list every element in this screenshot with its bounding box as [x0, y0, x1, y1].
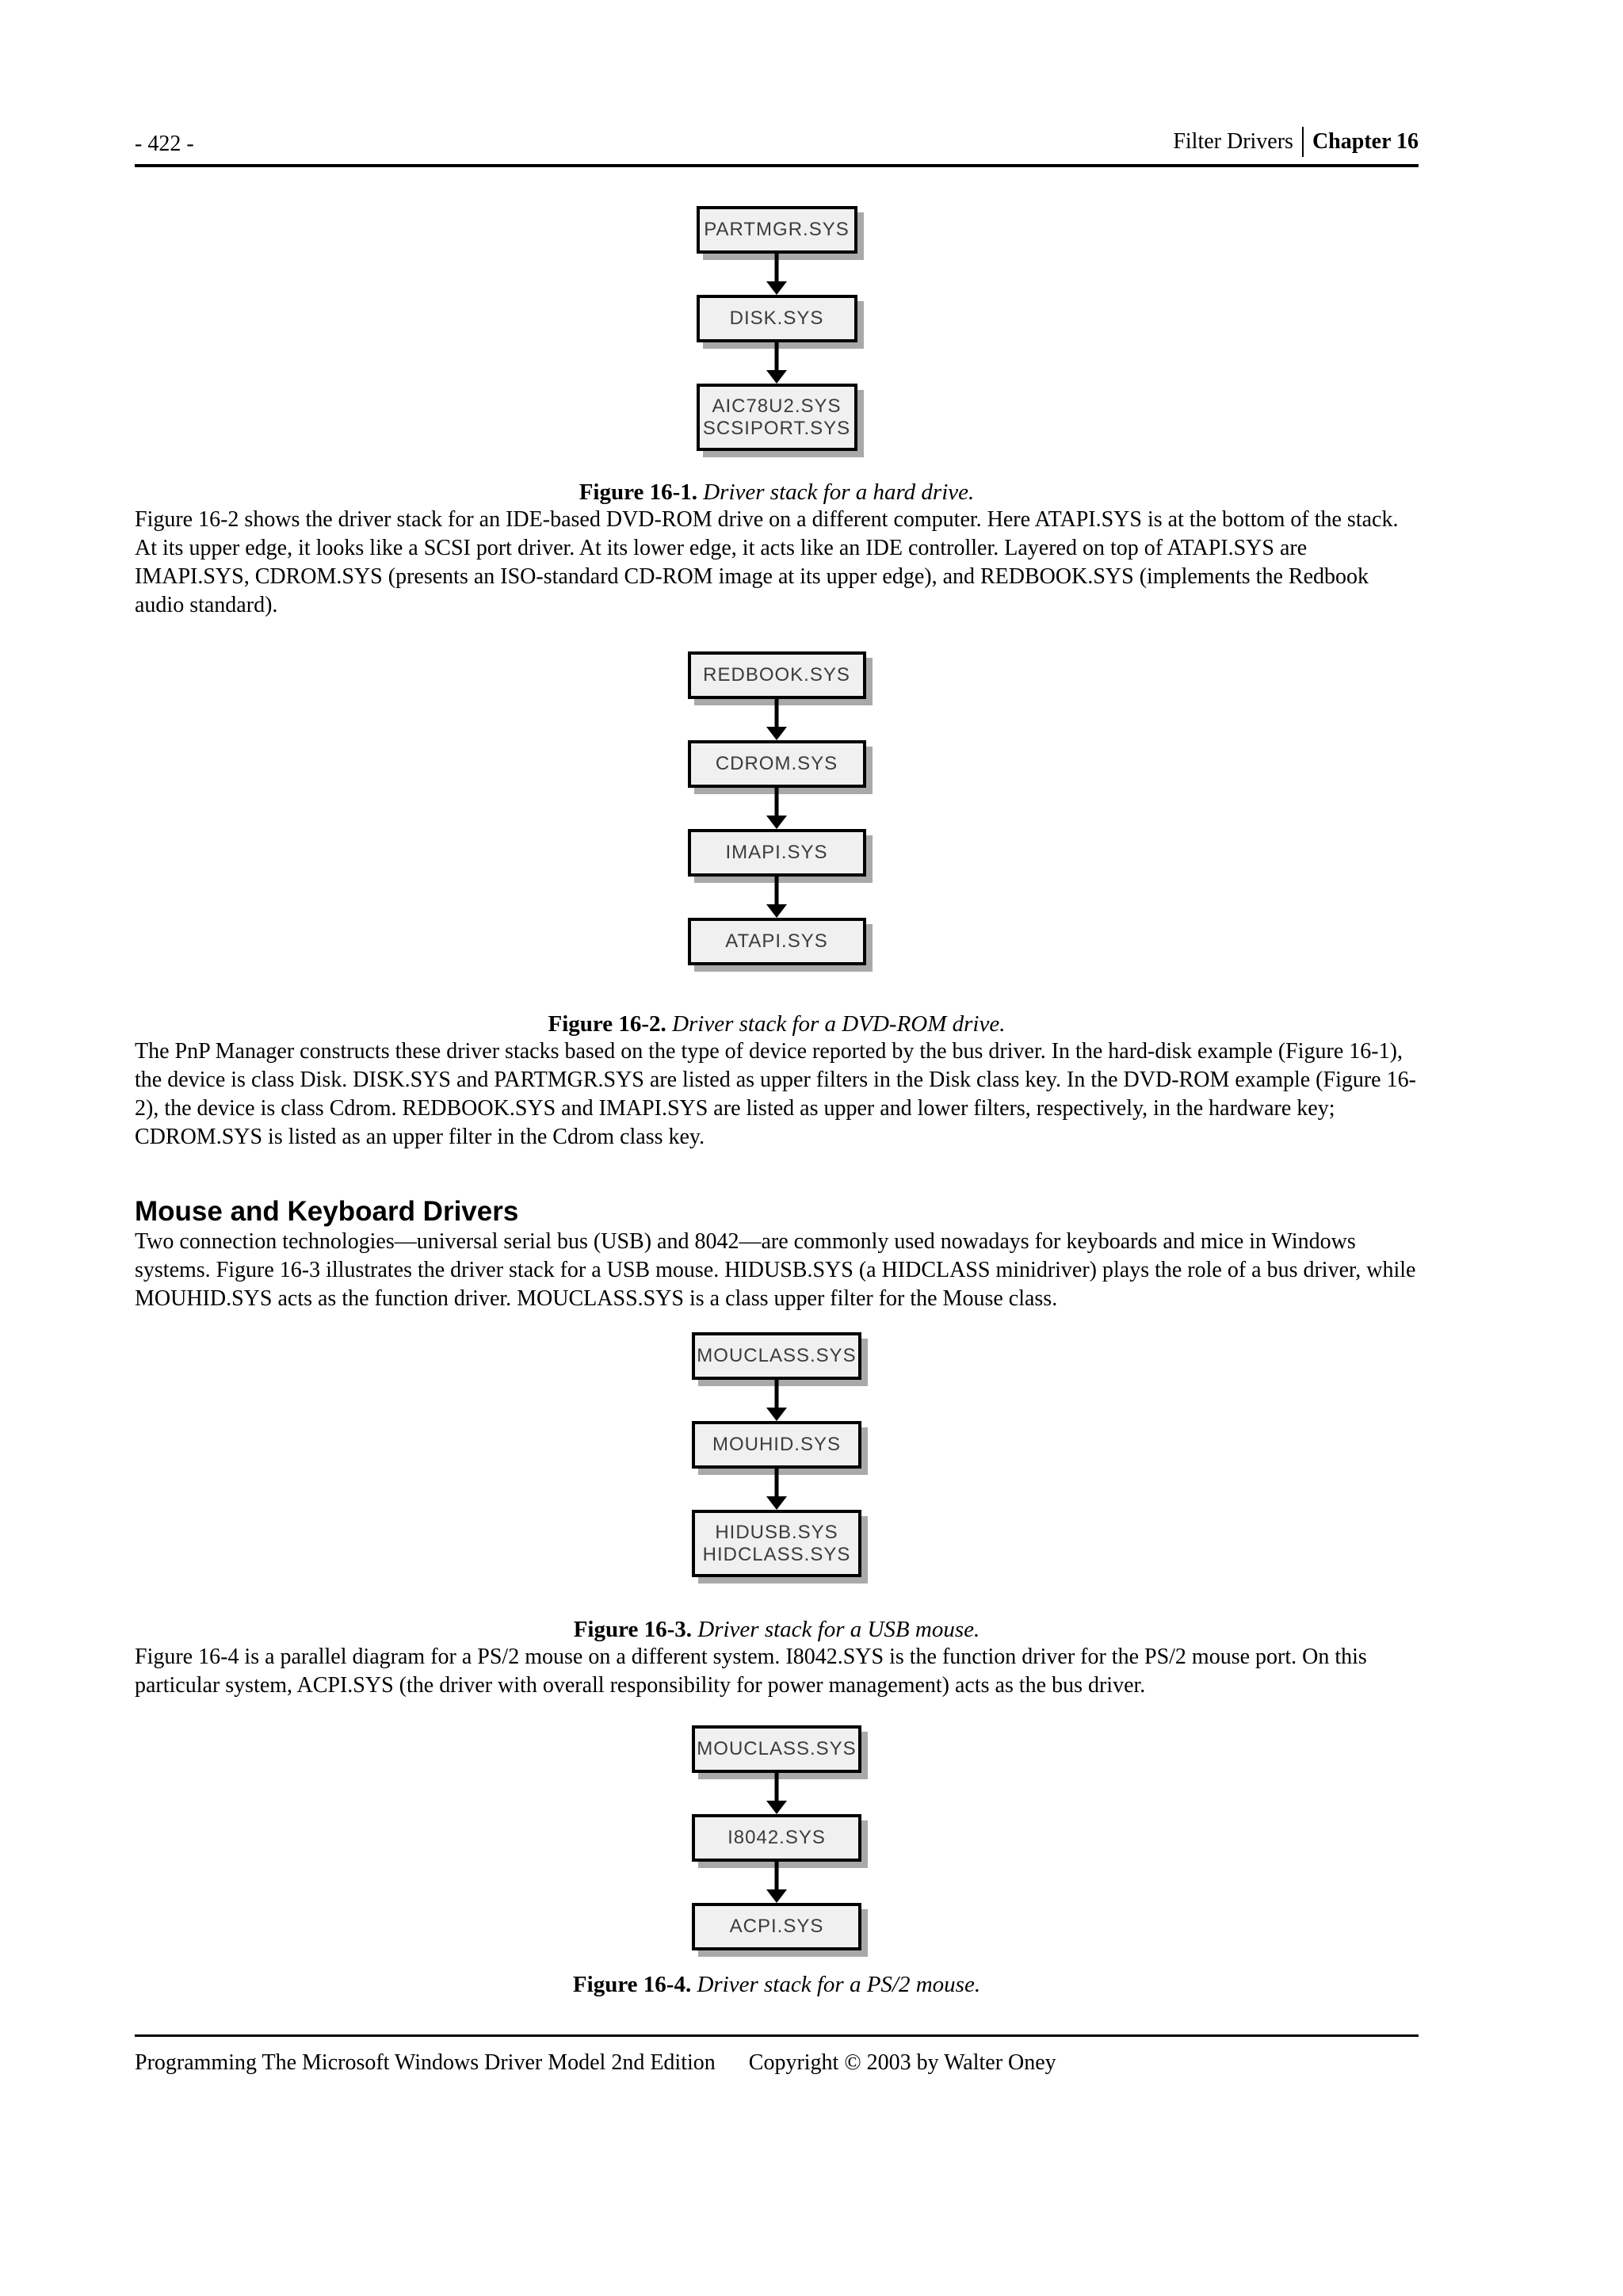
figure-caption-label: Figure 16-4.: [572, 1972, 692, 1997]
driver-name: MOUCLASS.SYS: [697, 1738, 857, 1759]
arrow-down-icon: [765, 699, 789, 740]
chapter-label: Chapter 16: [1312, 129, 1419, 154]
running-head: Filter Drivers Chapter 16: [1173, 127, 1419, 157]
section-heading: Mouse and Keyboard Drivers: [135, 1196, 519, 1227]
footer-book-title: Programming The Microsoft Windows Driver…: [135, 2050, 716, 2075]
arrow-down-icon: [765, 254, 789, 295]
figure-caption: Figure 16-1. Driver stack for a hard dri…: [579, 479, 975, 506]
driver-name: CDROM.SYS: [715, 753, 838, 774]
figure-caption-label: Figure 16-3.: [573, 1617, 692, 1642]
driver-name: SCSIPORT.SYS: [702, 417, 851, 439]
figure-caption: Figure 16-3. Driver stack for a USB mous…: [574, 1617, 980, 1643]
figure-caption: Figure 16-2. Driver stack for a DVD-ROM …: [548, 1011, 1006, 1037]
driver-name: MOUHID.SYS: [712, 1434, 841, 1455]
arrow-down-icon: [765, 1773, 789, 1814]
driver-box-mouhid-sys: MOUHID.SYS: [692, 1421, 861, 1469]
section-title-text: Filter Drivers: [1173, 129, 1293, 154]
driver-name: ACPI.SYS: [729, 1916, 824, 1937]
driver-name: DISK.SYS: [729, 308, 824, 329]
paragraph: The PnP Manager constructs these driver …: [135, 1039, 1416, 1149]
driver-box-partmgr-sys: PARTMGR.SYS: [696, 206, 857, 254]
driver-name: MOUCLASS.SYS: [697, 1345, 857, 1366]
driver-stack-diagram: REDBOOK.SYS CDROM.SYS IMAPI.SYS ATAPI.SYS: [687, 651, 866, 965]
figure-caption-text: Driver stack for a USB mouse.: [697, 1617, 980, 1642]
driver-box-mouclass-sys: MOUCLASS.SYS: [692, 1332, 861, 1380]
driver-name: IMAPI.SYS: [725, 842, 828, 863]
paragraph: Two connection technologies—universal se…: [135, 1229, 1416, 1311]
paragraph: Figure 16-4 is a parallel diagram for a …: [135, 1645, 1367, 1698]
arrow-down-icon: [765, 1469, 789, 1510]
driver-name: HIDCLASS.SYS: [702, 1543, 851, 1565]
page-header: - 422 - Filter Drivers Chapter 16: [135, 0, 1419, 167]
page-footer: Programming The Microsoft Windows Driver…: [135, 2034, 1419, 2076]
arrow-down-icon: [765, 788, 789, 829]
driver-box-i8042-sys: I8042.SYS: [692, 1814, 861, 1862]
driver-box-disk-sys: DISK.SYS: [696, 295, 857, 342]
page-content: - 422 - Filter Drivers Chapter 16 PARTMG…: [135, 0, 1419, 2076]
arrow-down-icon: [765, 1862, 789, 1903]
paragraph: Figure 16-2 shows the driver stack for a…: [135, 507, 1399, 617]
driver-name: PARTMGR.SYS: [704, 219, 850, 240]
page-number: - 422 -: [135, 132, 194, 156]
figure-caption-text: Driver stack for a hard drive.: [703, 479, 975, 505]
driver-name: I8042.SYS: [727, 1827, 826, 1848]
figure-16-4: MOUCLASS.SYS I8042.SYS ACPI.SYS Figure 16-…: [135, 1725, 1419, 1998]
figure-16-2: REDBOOK.SYS CDROM.SYS IMAPI.SYS ATAPI.SYS F…: [135, 651, 1419, 1037]
driver-name: ATAPI.SYS: [725, 930, 828, 952]
figure-caption-label: Figure 16-1.: [579, 479, 697, 505]
header-divider: [1301, 127, 1304, 157]
driver-box-mouclass-sys: MOUCLASS.SYS: [692, 1725, 861, 1773]
driver-box-imapi-sys: IMAPI.SYS: [687, 829, 866, 877]
arrow-down-icon: [765, 1380, 789, 1421]
driver-box-atapi-sys: ATAPI.SYS: [687, 918, 866, 965]
driver-box-redbook-sys: REDBOOK.SYS: [687, 651, 866, 699]
figure-caption: Figure 16-4. Driver stack for a PS/2 mou…: [573, 1972, 980, 1998]
driver-box-acpi-sys: ACPI.SYS: [692, 1903, 861, 1950]
driver-stack-diagram: MOUCLASS.SYS I8042.SYS ACPI.SYS: [692, 1725, 861, 1950]
driver-box-cdrom-sys: CDROM.SYS: [687, 740, 866, 788]
figure-caption-text: Driver stack for a PS/2 mouse.: [697, 1972, 981, 1997]
arrow-down-icon: [765, 877, 789, 918]
arrow-down-icon: [765, 342, 789, 384]
footer-copyright: Copyright © 2003 by Walter Oney: [748, 2050, 1056, 2075]
figure-caption-text: Driver stack for a DVD-ROM drive.: [672, 1011, 1006, 1037]
driver-name: HIDUSB.SYS: [715, 1521, 838, 1543]
figure-caption-label: Figure 16-2.: [548, 1011, 666, 1037]
driver-name: AIC78U2.SYS: [712, 395, 842, 417]
driver-name: REDBOOK.SYS: [703, 664, 850, 686]
